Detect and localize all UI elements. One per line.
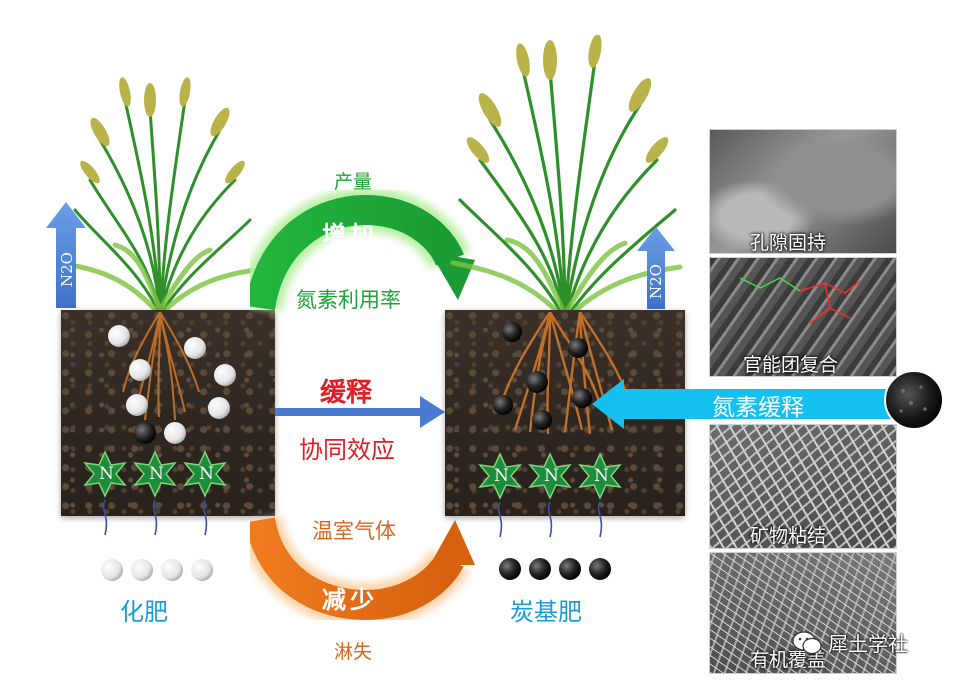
wheat-plant-right-icon (450, 35, 683, 323)
synergy-label: 协同效应 (299, 436, 395, 464)
biochar-fertilizer-granules-icon (499, 558, 611, 580)
fertilizer-granules-in-soil-left (108, 325, 236, 444)
n-label-left-3: N (199, 464, 214, 484)
mechanism-panel-mineral-binding: 矿物粘结 (710, 425, 896, 548)
n-label-right-2: N (544, 466, 559, 486)
nue-label: 氮素利用率 (296, 288, 401, 312)
mechanism-panel-pore-retention: 孔隙固持 (710, 130, 896, 254)
nitrogen-slow-release-label: 氮素缓释 (712, 395, 804, 421)
flow-arrows (250, 190, 475, 620)
decrease-label: 减少 (322, 586, 378, 614)
slow-release-label: 缓释 (320, 378, 373, 408)
n-label-left-1: N (99, 464, 114, 484)
nitrogen-star-icons-left (83, 450, 227, 536)
watermark: 犀土学社 (792, 628, 908, 657)
yield-label: 产量 (334, 171, 373, 193)
watermark-text: 犀土学社 (828, 632, 908, 656)
n2o-emission-arrow-left-icon (46, 202, 86, 308)
nitrogen-star-icons-right (478, 452, 622, 538)
right-panel: N2O N N N 炭基 (420, 0, 700, 688)
mechanism-caption-4: 有机覆盖 (750, 649, 827, 671)
ghg-label: 温室气体 (312, 519, 396, 543)
wechat-icon (792, 630, 822, 654)
mechanism-caption-1: 孔隙固持 (750, 232, 827, 254)
n2o-emission-arrow-right-icon (637, 227, 675, 309)
wheat-plant-left-icon (67, 77, 258, 318)
increase-label: 增加 (322, 221, 378, 249)
n-label-right-1: N (494, 466, 509, 486)
roots-right-icon (498, 312, 634, 435)
biochar-granules-in-soil-right (493, 322, 592, 430)
leaching-label: 淋失 (334, 641, 373, 663)
mechanism-caption-3: 矿物粘结 (750, 525, 827, 547)
n-label-left-2: N (149, 464, 164, 484)
biochar-fertilizer-caption: 炭基肥 (510, 598, 582, 626)
chemical-fertilizer-caption: 化肥 (120, 598, 168, 626)
chemical-fertilizer-granules-icon (101, 559, 213, 581)
n2o-label-left: N2O (58, 252, 76, 287)
mechanism-panel-functional-group-complexation: 官能团复合 (710, 258, 896, 376)
mechanism-panel-organic-coating: 有机覆盖 (710, 553, 896, 673)
biochar-granule-icon (884, 370, 944, 430)
n-label-right-3: N (594, 466, 609, 486)
nitrogen-slow-release-arrow-icon (592, 379, 898, 429)
chemical-structure-overlay-icon (739, 277, 861, 324)
n2o-label-right: N2O (647, 264, 665, 299)
left-panel: N2O N N N (0, 0, 290, 688)
mechanism-caption-2: 官能团复合 (743, 354, 839, 376)
